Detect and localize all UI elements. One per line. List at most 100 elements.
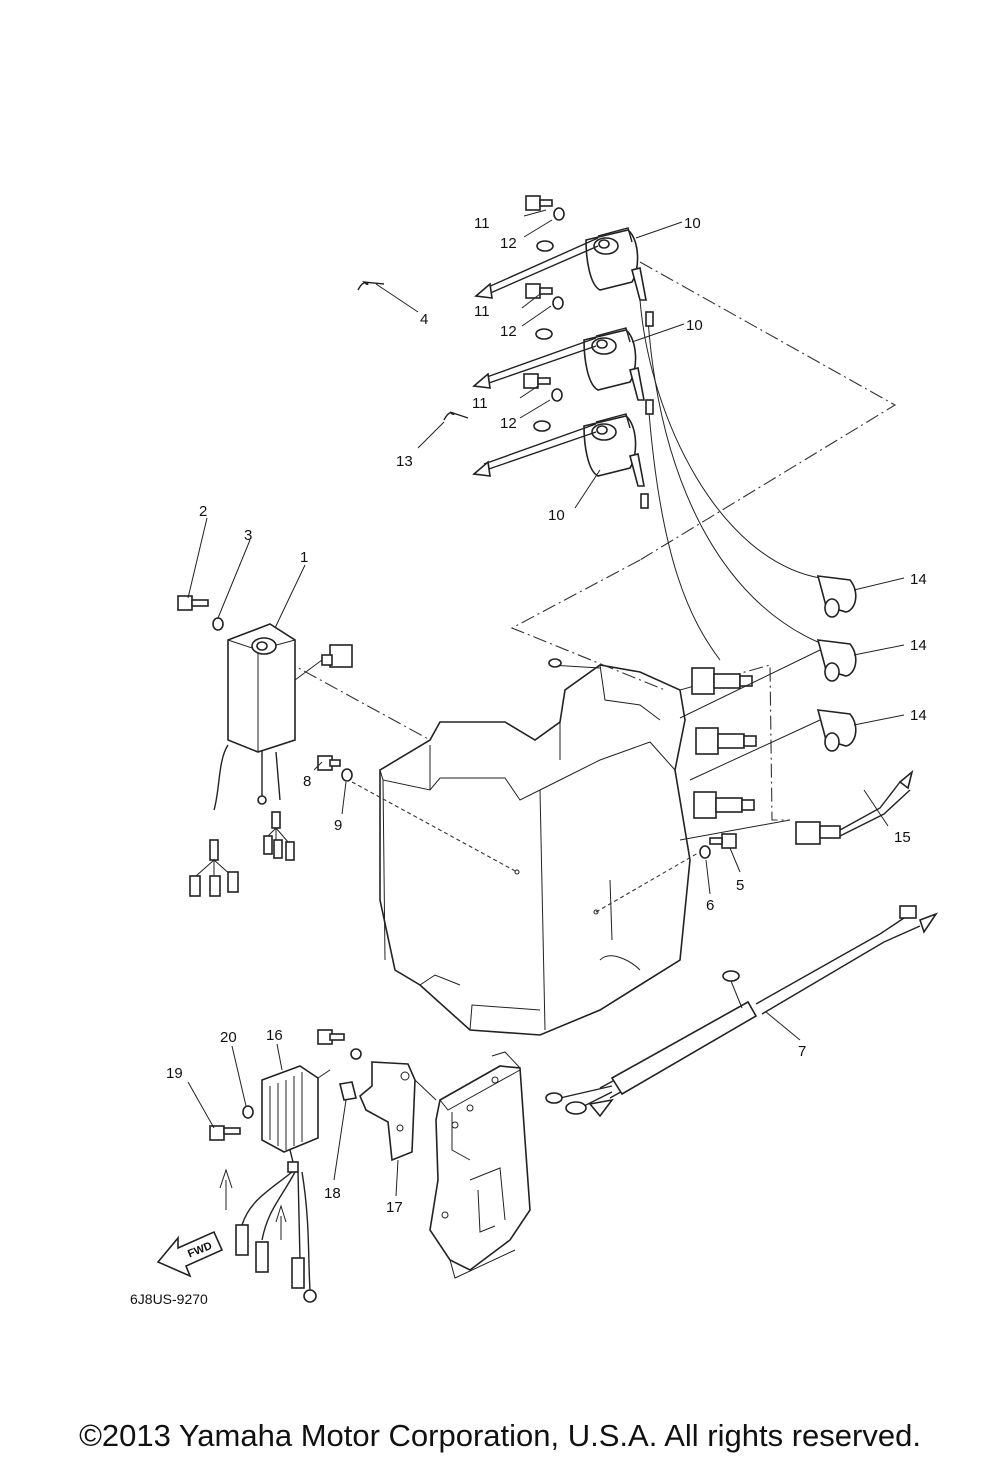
part-label-19: 19: [166, 1065, 183, 1082]
washer: [553, 207, 565, 221]
washer: [552, 296, 564, 310]
part-label-16: 16: [266, 1027, 283, 1044]
part-label-10: 10: [684, 215, 701, 232]
spark-plug-cap: [816, 639, 857, 682]
part-label-18: 18: [324, 1185, 341, 1202]
leader-line: [521, 305, 552, 327]
lead-sleeve: [645, 399, 654, 415]
part-label-2: 2: [199, 503, 207, 520]
part-label-8: 8: [303, 773, 311, 790]
ignition-coil: [583, 413, 645, 487]
part-label-1: 1: [300, 549, 308, 566]
rectifier-regulator: [219, 1065, 331, 1303]
ignition-coil: [583, 327, 645, 401]
leader-line: [521, 293, 541, 309]
leader-line: [231, 1045, 247, 1107]
coil-assembly-frame: [639, 261, 897, 561]
leader-line: [574, 469, 601, 509]
part-label-9: 9: [334, 817, 342, 834]
part-label-5: 5: [736, 877, 744, 894]
leader-line: [523, 209, 547, 217]
part-label-17: 17: [386, 1199, 403, 1216]
dashed-line: [351, 781, 518, 873]
part-label-12: 12: [500, 235, 517, 252]
washer: [551, 388, 563, 402]
leader-line: [375, 283, 419, 313]
washer: [212, 617, 224, 631]
ignition-coil: [585, 227, 647, 301]
part-label-3: 3: [244, 527, 252, 544]
drawing-code: 6J8US-9270: [130, 1291, 208, 1307]
part-label-12: 12: [500, 415, 517, 432]
part-label-7: 7: [798, 1043, 806, 1060]
part-label-20: 20: [220, 1029, 237, 1046]
part-label-10: 10: [686, 317, 703, 334]
washer: [535, 328, 553, 340]
copyright-notice: ©2013 Yamaha Motor Corporation, U.S.A. A…: [79, 1418, 921, 1453]
leader-line: [519, 399, 551, 419]
leader-line: [519, 385, 539, 399]
leader-line: [313, 761, 323, 771]
bolt: [317, 755, 341, 771]
bolt: [709, 833, 737, 849]
leader-line: [679, 649, 821, 719]
part-label-14: 14: [910, 571, 927, 588]
lead-sleeve: [645, 311, 654, 327]
spark-plug: [693, 791, 755, 819]
leader-line: [635, 221, 683, 239]
bolt: [177, 595, 209, 611]
leader-line: [187, 1081, 215, 1129]
leader-line: [729, 847, 741, 873]
part-label-6: 6: [706, 897, 714, 914]
sensor: [795, 769, 914, 845]
bolt: [525, 283, 553, 299]
ht-lead: [647, 399, 721, 661]
leader-line: [631, 323, 685, 343]
part-label-14: 14: [910, 637, 927, 654]
washer: [533, 420, 551, 432]
leader-line: [863, 789, 889, 827]
part-label-15: 15: [894, 829, 911, 846]
part-label-11: 11: [472, 395, 488, 412]
plug-assembly-frame: [510, 559, 666, 691]
leader-line: [523, 219, 553, 238]
leader-line: [765, 1011, 801, 1041]
wire-clip: [443, 411, 469, 421]
bolt: [317, 1029, 345, 1045]
cdi-unit: [189, 623, 353, 897]
spark-plug-cap: [816, 709, 857, 752]
spark-plug: [691, 667, 753, 695]
ht-lead: [647, 319, 821, 644]
bolt: [525, 195, 553, 211]
leader-line: [395, 1159, 399, 1197]
electrical-bracket: [429, 1051, 531, 1279]
ht-lead: [639, 299, 821, 579]
leader-line: [679, 819, 791, 841]
mounting-bracket: [359, 1061, 437, 1162]
ground-wire: [472, 237, 599, 477]
connector: [339, 1081, 357, 1101]
leader-line: [417, 421, 445, 449]
leader-line: [705, 859, 711, 895]
lead-sleeve: [640, 493, 649, 509]
dashed-line: [595, 852, 699, 913]
leader-line: [689, 719, 821, 781]
wire-clip: [357, 281, 385, 291]
part-label-11: 11: [474, 303, 490, 320]
leader-line: [853, 714, 905, 726]
leader-line: [341, 781, 347, 815]
leader-line: [276, 1043, 283, 1071]
washer: [341, 768, 353, 782]
part-label-10: 10: [548, 507, 565, 524]
cable: [545, 905, 939, 1118]
engine-block: [379, 658, 691, 1036]
leader-line: [333, 1099, 347, 1181]
part-label-12: 12: [500, 323, 517, 340]
bolt: [523, 373, 551, 389]
part-label-14: 14: [910, 707, 927, 724]
spark-plug: [695, 727, 757, 755]
part-label-4: 4: [420, 311, 428, 328]
washer: [699, 845, 711, 859]
forward-direction-arrow: FWD: [156, 1230, 224, 1278]
